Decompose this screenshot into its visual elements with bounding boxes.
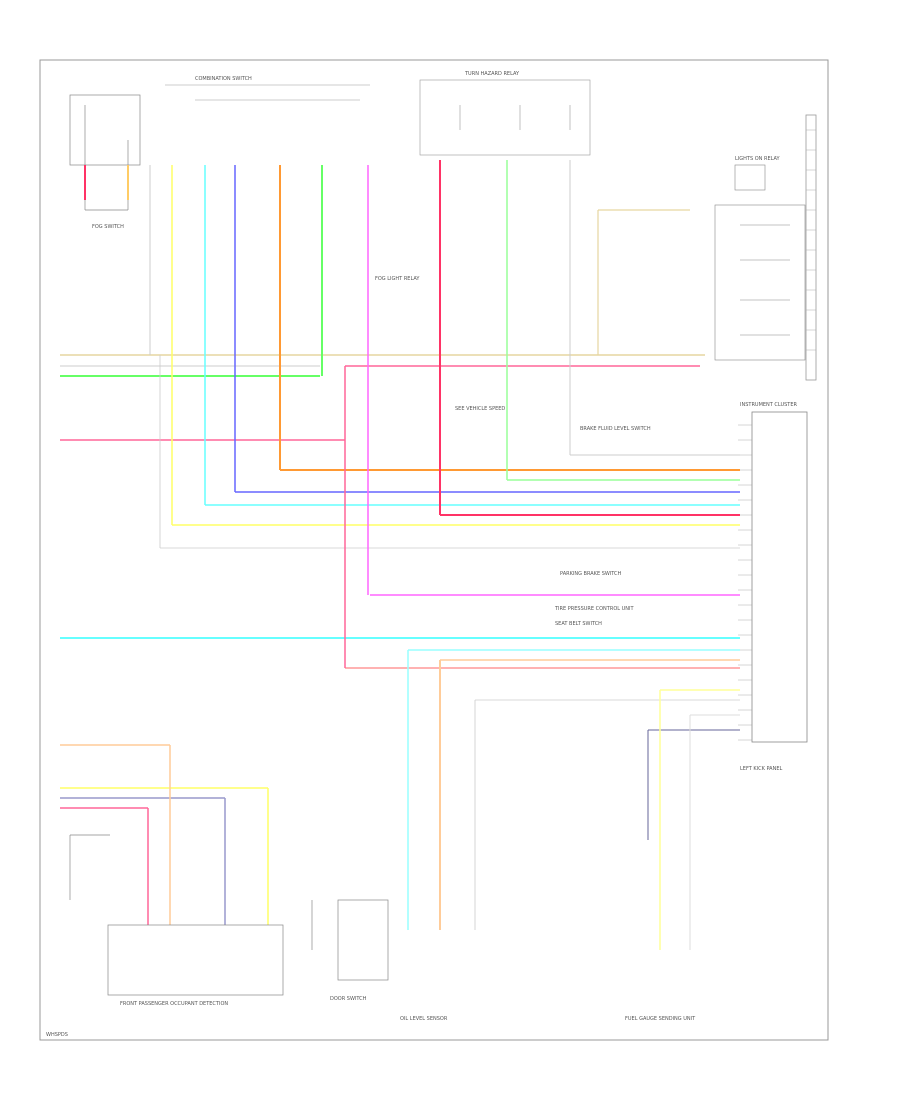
brake-fluid-label: BRAKE FLUID LEVEL SWITCH bbox=[580, 426, 651, 432]
door-switch-box bbox=[311, 899, 389, 981]
lights-on-relay bbox=[714, 164, 806, 361]
right-connector-strip bbox=[805, 114, 817, 381]
bottom-note: WHSPDS bbox=[46, 1032, 68, 1038]
oil-level-label: OIL LEVEL SENSOR bbox=[400, 1016, 448, 1022]
right-connector-ticks bbox=[806, 129, 816, 351]
combination-switch-label: COMBINATION SWITCH bbox=[195, 76, 252, 82]
fog-switch-label: FOG SWITCH bbox=[92, 224, 124, 230]
turn-hazard-relay-label: TURN HAZARD RELAY bbox=[464, 71, 520, 77]
diagram-frame bbox=[39, 59, 829, 1041]
seat-belt-label: SEAT BELT SWITCH bbox=[555, 621, 602, 627]
fuel-sensor-label: FUEL GAUGE SENDING UNIT bbox=[625, 1016, 696, 1022]
lights-on-relay-label: LIGHTS ON RELAY bbox=[735, 156, 781, 162]
combination-switch bbox=[165, 84, 370, 101]
parking-brake-label: PARKING BRAKE SWITCH bbox=[560, 571, 622, 577]
fog-switch bbox=[69, 94, 141, 211]
front-occupant-box bbox=[69, 834, 284, 996]
instrument-cluster-box bbox=[751, 411, 808, 743]
tire-pressure-label: TIRE PRESSURE CONTROL UNIT bbox=[554, 606, 635, 612]
instrument-cluster-label: INSTRUMENT CLUSTER bbox=[740, 402, 798, 408]
right-ground-label: LEFT KICK PANEL bbox=[740, 766, 783, 772]
relay-box bbox=[419, 79, 591, 156]
door-switch-label: DOOR SWITCH bbox=[330, 996, 367, 1002]
front-occupant-label: FRONT PASSENGER OCCUPANT DETECTION bbox=[120, 1001, 228, 1007]
cluster-pin-column bbox=[738, 424, 752, 741]
center-note-label: SEE VEHICLE SPEED bbox=[455, 406, 505, 412]
fog-light-relay-label: FOG LIGHT RELAY bbox=[375, 276, 420, 282]
